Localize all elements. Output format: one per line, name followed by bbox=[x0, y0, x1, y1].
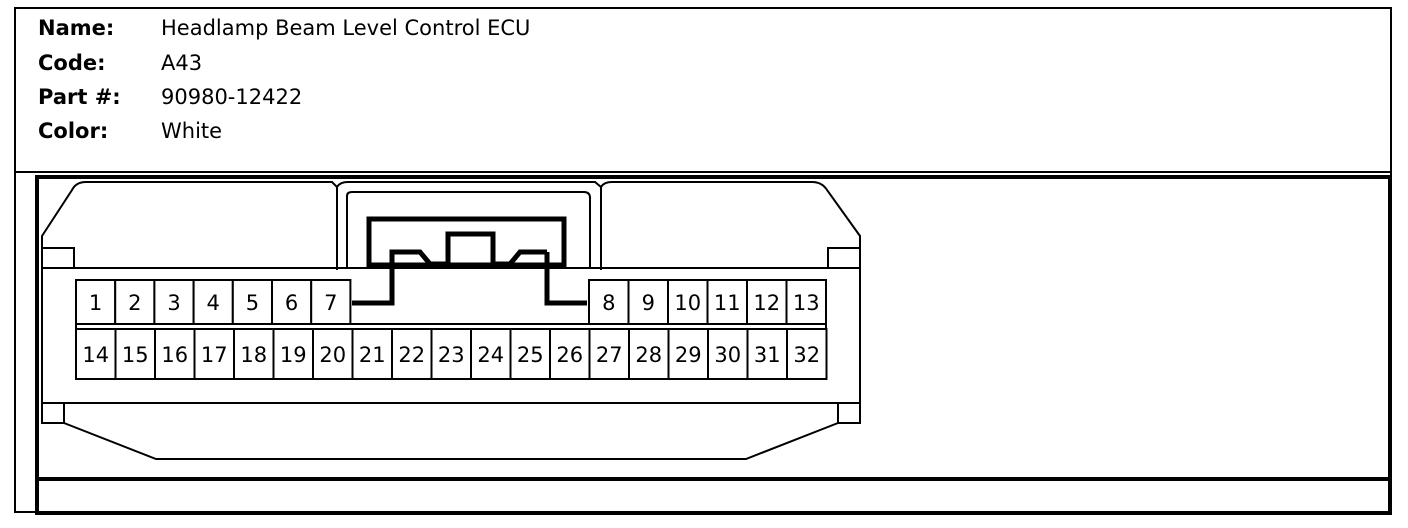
right-tab-bottom bbox=[837, 402, 861, 424]
pin-number-5: 5 bbox=[246, 291, 259, 315]
code-value: A43 bbox=[161, 51, 203, 75]
pin-cavity-6 bbox=[271, 279, 313, 325]
pin-cavity-20 bbox=[312, 328, 354, 380]
part-value: 90980-12422 bbox=[161, 85, 303, 109]
pin-number-31: 31 bbox=[754, 343, 781, 367]
pin-number-16: 16 bbox=[161, 343, 188, 367]
pin-number-8: 8 bbox=[602, 291, 615, 315]
pin-cavity-30 bbox=[707, 328, 749, 380]
pin-cavity-2 bbox=[114, 279, 156, 325]
pin-cavity-12 bbox=[746, 279, 788, 325]
pin-cavity-28 bbox=[628, 328, 670, 380]
latch-key-stem bbox=[352, 252, 587, 306]
left-tab-top bbox=[41, 247, 75, 269]
pin-number-27: 27 bbox=[596, 343, 623, 367]
pin-number-24: 24 bbox=[477, 343, 504, 367]
pin-cavity-9 bbox=[627, 279, 669, 325]
name-label: Name: bbox=[38, 16, 115, 40]
left-tab-bottom bbox=[41, 402, 65, 424]
pin-cavity-31 bbox=[746, 328, 788, 380]
pin-number-11: 11 bbox=[714, 291, 741, 315]
pin-cavity-29 bbox=[667, 328, 709, 380]
pin-number-20: 20 bbox=[319, 343, 346, 367]
pin-number-21: 21 bbox=[359, 343, 386, 367]
pin-number-13: 13 bbox=[793, 291, 820, 315]
housing-top-outline bbox=[41, 181, 861, 248]
pin-number-32: 32 bbox=[793, 343, 820, 367]
pin-number-14: 14 bbox=[82, 343, 109, 367]
pin-number-23: 23 bbox=[438, 343, 465, 367]
pin-cavity-8 bbox=[588, 279, 630, 325]
pin-number-4: 4 bbox=[207, 291, 220, 315]
pin-number-30: 30 bbox=[714, 343, 741, 367]
pin-cavity-25 bbox=[509, 328, 551, 380]
latch-key-frame bbox=[366, 216, 567, 268]
pin-number-3: 3 bbox=[167, 291, 180, 315]
pin-cavity-15 bbox=[114, 328, 156, 380]
pin-cavity-3 bbox=[153, 279, 195, 325]
latch-key bbox=[352, 216, 587, 306]
housing-body bbox=[41, 247, 861, 460]
latch-key-profile bbox=[389, 231, 547, 267]
latch-sides bbox=[336, 187, 602, 270]
pin-cavity-4 bbox=[192, 279, 234, 325]
name-value: Headlamp Beam Level Control ECU bbox=[161, 16, 531, 40]
pin-number-10: 10 bbox=[674, 291, 701, 315]
pin-grid bbox=[75, 279, 828, 380]
pin-cavity-32 bbox=[786, 328, 828, 380]
pin-number-29: 29 bbox=[675, 343, 702, 367]
pin-cavity-1 bbox=[75, 279, 117, 325]
pin-cavity-10 bbox=[667, 279, 709, 325]
pin-number-19: 19 bbox=[280, 343, 307, 367]
pin-cavity-21 bbox=[351, 328, 393, 380]
part-label: Part #: bbox=[38, 85, 121, 109]
latch-inner-outline bbox=[346, 191, 591, 268]
pin-cavity-16 bbox=[154, 328, 196, 380]
housing-body-rect bbox=[41, 267, 861, 404]
housing-bottom-outline bbox=[63, 422, 839, 460]
connector-housing bbox=[41, 181, 861, 270]
pin-cavity-7 bbox=[310, 279, 352, 325]
pin-number-17: 17 bbox=[201, 343, 228, 367]
pin-number-7: 7 bbox=[324, 291, 337, 315]
pin-number-18: 18 bbox=[240, 343, 267, 367]
pin-number-22: 22 bbox=[398, 343, 425, 367]
pin-number-12: 12 bbox=[753, 291, 780, 315]
pin-cavity-27 bbox=[588, 328, 630, 380]
pin-cavity-19 bbox=[272, 328, 314, 380]
pin-number-6: 6 bbox=[285, 291, 298, 315]
pin-number-1: 1 bbox=[89, 291, 102, 315]
pin-number-26: 26 bbox=[556, 343, 583, 367]
pin-number-2: 2 bbox=[128, 291, 141, 315]
color-value: White bbox=[161, 119, 223, 143]
color-label: Color: bbox=[38, 119, 109, 143]
pin-number-9: 9 bbox=[642, 291, 655, 315]
pin-number-28: 28 bbox=[635, 343, 662, 367]
pin-number-15: 15 bbox=[122, 343, 149, 367]
diagram-box bbox=[35, 175, 1392, 515]
pin-cavity-17 bbox=[193, 328, 235, 380]
pin-cavity-14 bbox=[75, 328, 117, 380]
pin-cavity-23 bbox=[430, 328, 472, 380]
code-label: Code: bbox=[38, 51, 106, 75]
pin-cavity-13 bbox=[785, 279, 827, 325]
pin-number-25: 25 bbox=[517, 343, 544, 367]
right-tab-top bbox=[827, 247, 861, 269]
